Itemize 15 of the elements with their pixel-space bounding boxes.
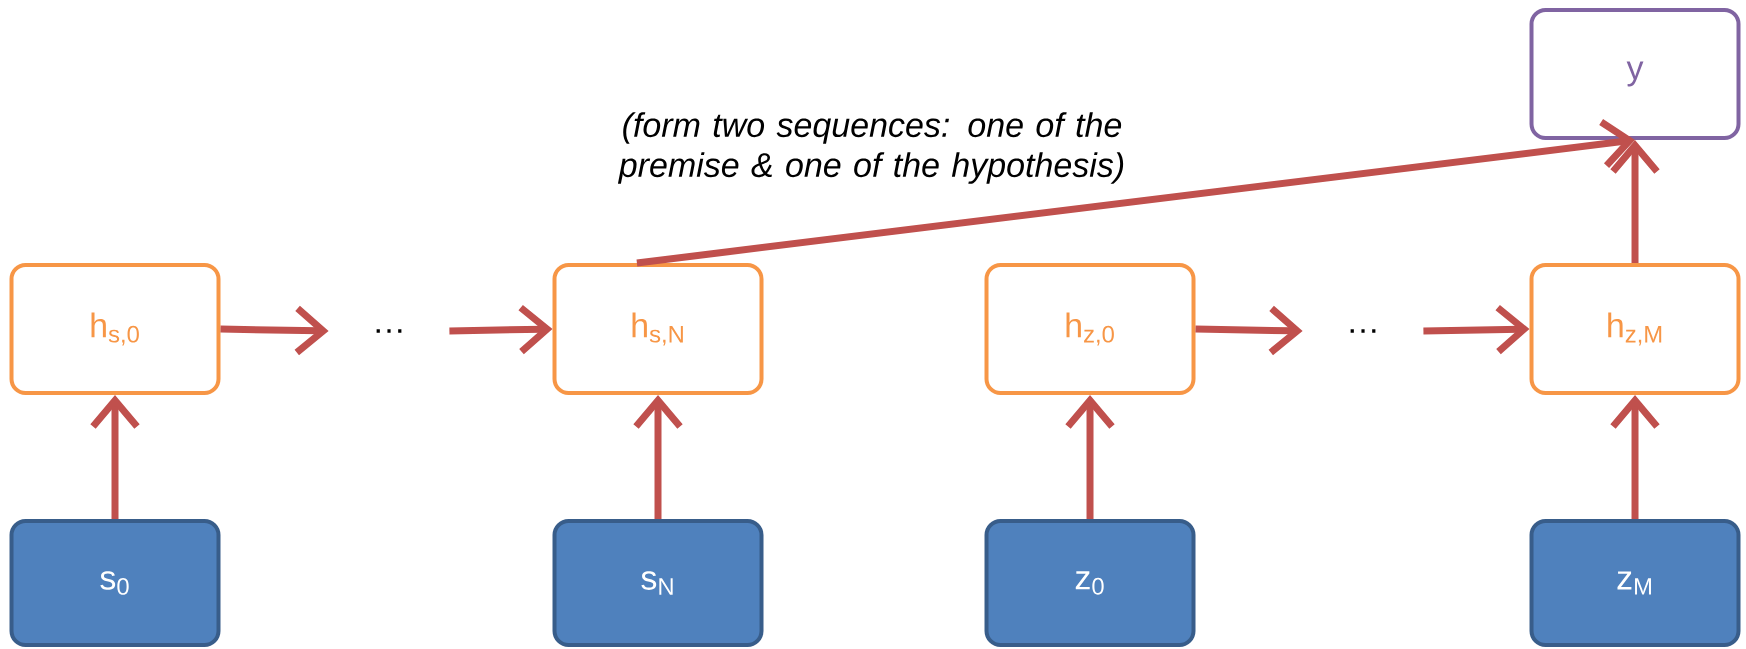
input-box: s$_{N}$ <box>552 519 764 647</box>
arrow <box>636 119 1635 267</box>
hidden-state-box: h$_{s,0}$ <box>9 263 221 395</box>
input-box: z$_{M}$ <box>1529 519 1741 647</box>
arrow <box>220 305 329 356</box>
output-box: y <box>1529 8 1741 140</box>
hidden-state-box: h$_{z,M}$ <box>1529 263 1741 395</box>
input-box: z$_{0}$ <box>984 519 1196 647</box>
annotation-text: (form two sequences: one of the premise & one of the hypothesis) <box>617 112 1124 184</box>
arrow <box>1195 305 1303 356</box>
input-box: s$_{0}$ <box>9 519 221 647</box>
hidden-state-box: h$_{z,0}$ <box>984 263 1196 395</box>
ellipsis-text: … <box>1350 329 1376 333</box>
hidden-state-box: h$_{s,N}$ <box>552 263 764 395</box>
ellipsis-text: … <box>376 329 402 333</box>
